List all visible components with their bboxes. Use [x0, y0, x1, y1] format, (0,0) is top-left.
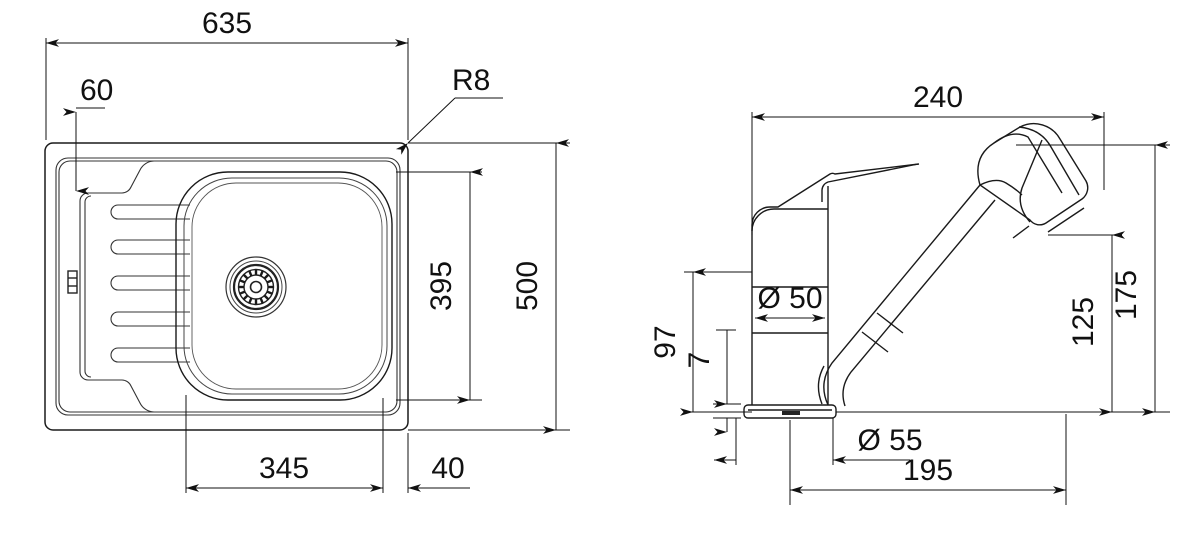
base-logo-mark [782, 411, 800, 415]
dim-label-240: 240 [913, 81, 963, 114]
sink-bowl [175, 171, 393, 401]
faucet-base-flange [743, 404, 837, 419]
dim-label-395: 395 [425, 261, 458, 311]
dim-label-635: 635 [202, 7, 252, 40]
dim-label-195: 195 [903, 454, 953, 487]
dim-faucet-reach-240 [751, 112, 1105, 235]
dim-sink-ledge-60 [63, 107, 105, 195]
faucet-body [751, 237, 829, 405]
dim-sink-radius-r8 [395, 97, 503, 155]
dim-faucet-height-97 [680, 268, 752, 416]
sink-top-view: 635 60 R8 395 500 [44, 7, 570, 493]
dim-label-175: 175 [1110, 270, 1143, 320]
dim-label-125: 125 [1067, 297, 1100, 347]
dim-label-40: 40 [431, 452, 464, 485]
dim-label-60: 60 [80, 74, 113, 107]
overflow-slot [67, 270, 78, 294]
dim-sink-depth-500 [408, 139, 570, 434]
dim-sink-offset-40 [407, 433, 470, 493]
dim-label-7: 7 [683, 352, 716, 369]
drain-strainer [225, 256, 287, 318]
drainer-grooves [110, 204, 190, 363]
dim-label-d55: Ø 55 [857, 424, 922, 457]
dim-label-d50: Ø 50 [757, 282, 822, 315]
faucet-side-view: 240 Ø 50 97 7 Ø 55 [649, 81, 1170, 505]
dim-sink-bowl-395 [396, 168, 483, 404]
dim-label-345: 345 [259, 452, 309, 485]
dim-faucet-spout-125 [1048, 231, 1125, 416]
faucet-spray-head [977, 122, 1089, 239]
sink-inner-rim [55, 157, 401, 416]
faucet-spray-spout [817, 184, 996, 407]
dim-sink-bowl-345 [185, 395, 384, 493]
dim-faucet-base-d55 [714, 418, 910, 465]
faucet-lever-handle [751, 163, 920, 237]
strainer-slots [238, 269, 274, 305]
dim-label-500: 500 [511, 261, 544, 311]
dim-label-r8: R8 [452, 64, 490, 97]
dim-label-97: 97 [649, 325, 682, 358]
dim-faucet-spout-195 [789, 414, 1067, 505]
dim-sink-width-635 [45, 38, 409, 140]
dim-faucet-top-175 [836, 141, 1170, 416]
dim-faucet-flange-7 [713, 329, 741, 436]
